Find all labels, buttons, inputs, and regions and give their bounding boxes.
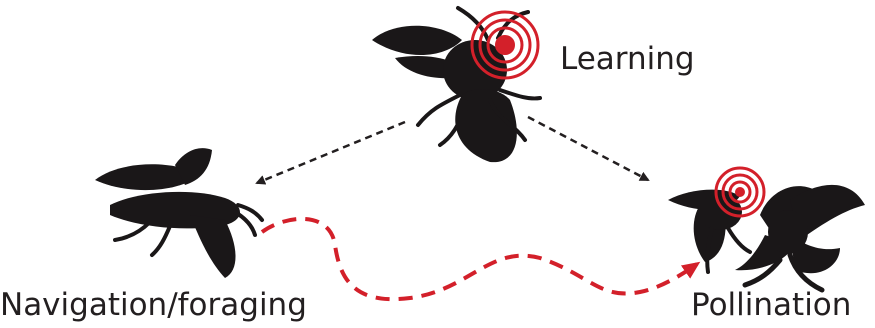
navigation-foraging-label: Navigation/foraging <box>0 290 307 321</box>
learning-to-navigation-arrow <box>257 122 405 183</box>
pollination-label: Pollination <box>691 290 851 321</box>
left-bee-silhouette-icon <box>95 148 262 278</box>
foraging-to-pollination-path <box>262 219 697 299</box>
learning-label: Learning <box>560 44 695 75</box>
learning-to-pollination-arrow <box>528 117 648 180</box>
right-brain-target-icon <box>716 168 764 216</box>
